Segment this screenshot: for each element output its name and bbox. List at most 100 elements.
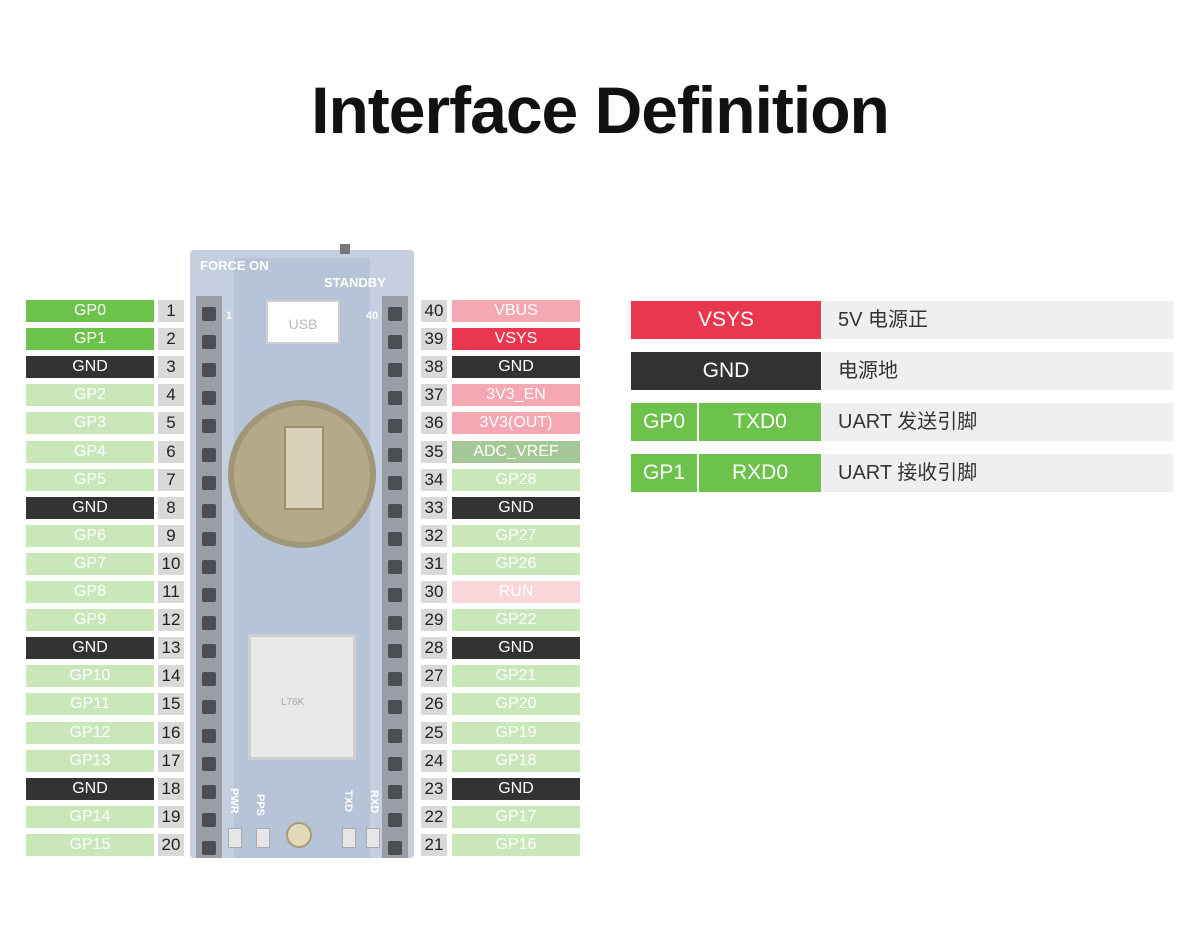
legend-description: 5V 电源正 <box>822 301 1173 339</box>
pin-number: 10 <box>158 553 184 575</box>
pin-number: 34 <box>421 469 447 491</box>
gnss-board-image: FORCE ON STANDBY 1 40 USB L76K PWR PPS T… <box>190 250 414 858</box>
pin-label: GP21 <box>452 665 580 687</box>
pin-label: GP7 <box>26 553 154 575</box>
header-hole <box>388 448 402 462</box>
legend-description: 电源地 <box>822 352 1173 390</box>
pin-number: 6 <box>158 441 184 463</box>
pin-number: 21 <box>421 834 447 856</box>
header-hole <box>388 560 402 574</box>
pin-number: 24 <box>421 750 447 772</box>
page-title: Interface Definition <box>0 72 1200 148</box>
header-hole <box>202 644 216 658</box>
pin-number: 7 <box>158 469 184 491</box>
header-hole <box>202 785 216 799</box>
pin-label: GP11 <box>26 693 154 715</box>
pin-number: 23 <box>421 778 447 800</box>
pin-number: 11 <box>158 581 184 603</box>
pin-number: 13 <box>158 637 184 659</box>
header-hole <box>202 757 216 771</box>
pin-label: GP26 <box>452 553 580 575</box>
pin-number: 15 <box>158 693 184 715</box>
pin-label: GND <box>26 778 154 800</box>
header-hole <box>202 672 216 686</box>
header-hole <box>388 616 402 630</box>
pin-number: 29 <box>421 609 447 631</box>
pin-label: GND <box>452 778 580 800</box>
board-center-area <box>234 258 370 858</box>
pin-number: 35 <box>421 441 447 463</box>
pin-label: GP1 <box>26 328 154 350</box>
pin-label: VBUS <box>452 300 580 322</box>
pwr-led-label: PWR <box>228 788 240 814</box>
pin-label: GP18 <box>452 750 580 772</box>
pin-number: 16 <box>158 722 184 744</box>
header-hole <box>388 672 402 686</box>
usb-label: USB <box>289 316 318 332</box>
header-hole <box>388 363 402 377</box>
pin-label: GP16 <box>452 834 580 856</box>
pin-label: GP22 <box>452 609 580 631</box>
legend-pin-name: GND <box>631 352 821 390</box>
header-hole <box>388 476 402 490</box>
pin-40-marker: 40 <box>366 310 378 322</box>
header-hole <box>388 644 402 658</box>
legend-pin-name: GP1 <box>631 454 697 492</box>
pin-label: GP13 <box>26 750 154 772</box>
header-hole <box>202 729 216 743</box>
header-hole <box>388 532 402 546</box>
pin-number: 25 <box>421 722 447 744</box>
pin-number: 14 <box>158 665 184 687</box>
pin-label: GP9 <box>26 609 154 631</box>
pin-number: 27 <box>421 665 447 687</box>
right-header-strip <box>382 296 408 858</box>
header-hole <box>388 700 402 714</box>
txd-led <box>342 828 356 848</box>
txd-led-label: TXD <box>342 790 354 812</box>
pin-number: 32 <box>421 525 447 547</box>
pps-led-label: PPS <box>254 794 266 816</box>
header-hole <box>202 588 216 602</box>
usb-port: USB <box>266 300 340 344</box>
pin-number: 39 <box>421 328 447 350</box>
header-hole <box>202 448 216 462</box>
standby-label: STANDBY <box>324 275 386 290</box>
gnss-module: L76K <box>248 634 356 760</box>
standby-switch <box>340 244 350 254</box>
pin-number: 30 <box>421 581 447 603</box>
pin-number: 12 <box>158 609 184 631</box>
header-hole <box>202 476 216 490</box>
pin-number: 33 <box>421 497 447 519</box>
pin-label: GP15 <box>26 834 154 856</box>
pin-label: GP28 <box>452 469 580 491</box>
header-hole <box>202 700 216 714</box>
pin-label: GND <box>452 637 580 659</box>
left-header-strip <box>196 296 222 858</box>
pin-label: GP20 <box>452 693 580 715</box>
header-hole <box>388 813 402 827</box>
header-hole <box>202 532 216 546</box>
header-hole <box>202 391 216 405</box>
pin-label: GND <box>26 497 154 519</box>
header-hole <box>388 757 402 771</box>
pin-label: RUN <box>452 581 580 603</box>
pin-label: GP12 <box>26 722 154 744</box>
pin-label: GP14 <box>26 806 154 828</box>
legend-pin-function: TXD0 <box>699 403 821 441</box>
header-hole <box>388 419 402 433</box>
pin-label: GP0 <box>26 300 154 322</box>
pin-number: 40 <box>421 300 447 322</box>
pin-label: GP27 <box>452 525 580 547</box>
legend-pin-function: RXD0 <box>699 454 821 492</box>
pin-number: 37 <box>421 384 447 406</box>
pin-number: 38 <box>421 356 447 378</box>
pin-label: GP8 <box>26 581 154 603</box>
header-hole <box>202 363 216 377</box>
pin-number: 5 <box>158 412 184 434</box>
legend-description: UART 接收引脚 <box>822 454 1173 492</box>
pin-label: GP4 <box>26 441 154 463</box>
header-hole <box>202 419 216 433</box>
header-hole <box>202 560 216 574</box>
